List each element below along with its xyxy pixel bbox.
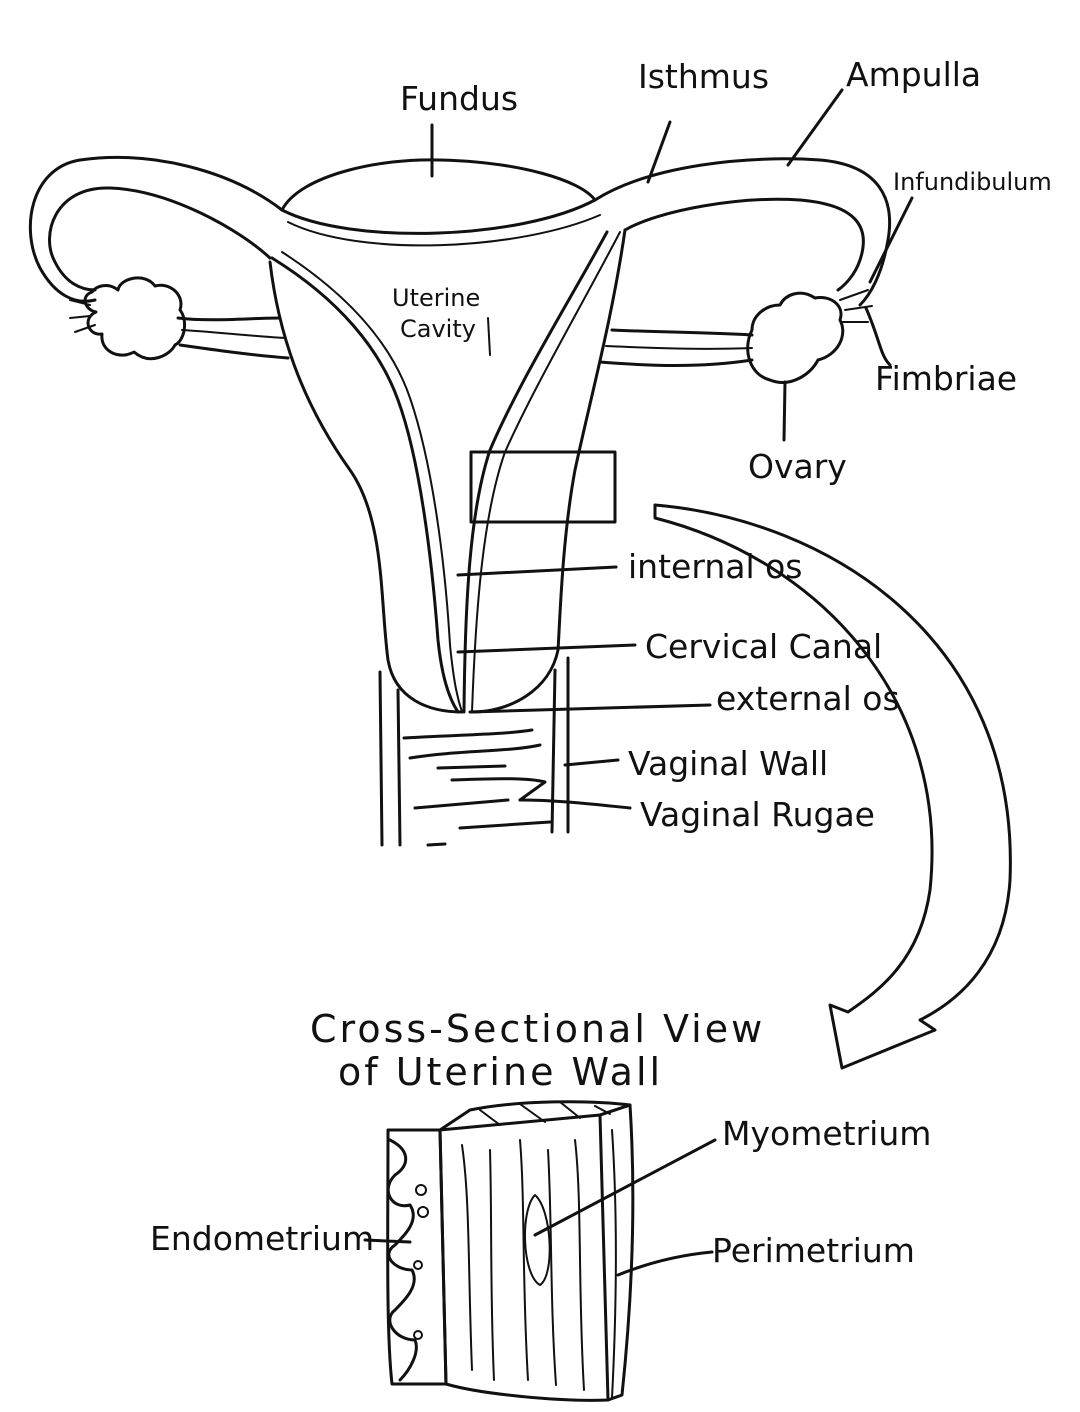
right-tube-inner [623,197,865,292]
uterine-cavity-top-inner [287,214,601,247]
perimetrium-layer [598,1103,635,1402]
infundibulum-label: Infundibulum [893,168,1052,196]
cross-section-title-line1: Cross-Sectional View [310,1007,765,1051]
vaginal-ruga-5 [413,798,510,810]
infundibulum-leader [868,196,914,284]
vaginal-rugae-label: Vaginal Rugae [640,795,875,834]
myometrium-top-hatch [479,1101,611,1126]
myometrium-leader [533,1138,717,1237]
left-ovary [83,276,187,361]
ampulla-leader [786,88,844,167]
fundus-outline [280,158,597,212]
ovary-label: Ovary [748,447,847,486]
left-fimbria-1 [69,299,91,306]
vagina-right-wall-inner [550,668,557,834]
uterus-left-wall [268,260,464,714]
uterine-cavity-label-line2: Cavity [400,315,476,343]
uterine-cavity-leader [487,317,491,356]
endometrium-layer [386,1128,448,1386]
vaginal-wall-label: Vaginal Wall [628,744,828,783]
endometrium-gland-3 [413,1260,423,1270]
left-ovarian-ligament-mid [181,329,286,339]
endometrium-leader [363,1238,412,1244]
perimetrium-inner-line [611,1129,617,1399]
external-os-label: external os [716,679,900,718]
right-ovarian-ligament-mid [605,345,753,350]
uterine-cavity-label-line1: Uterine [392,284,480,312]
internal-os-label: internal os [628,547,803,586]
cross-section-marker-box [469,450,617,524]
endometrium-gland-1 [415,1184,427,1196]
isthmus-label: Isthmus [638,57,769,96]
myometrium-fiber-oval [523,1194,551,1286]
left-ovary-group [69,276,290,361]
right-ovary-group [598,289,873,384]
cross-section-title-line2: of Uterine Wall [338,1050,663,1094]
right-fimbria-2 [844,305,873,311]
endometrium-gland-4 [413,1330,423,1340]
left-tube-inner [48,186,272,292]
left-ovarian-ligament-bottom [178,343,290,360]
fallopian-tubes [28,156,892,307]
ampulla-label: Ampulla [846,55,981,94]
left-fimbria-3 [74,324,96,333]
right-tube-outer [593,157,892,307]
cervical-canal-label: Cervical Canal [645,627,882,666]
cervical-canal-leader [456,643,637,654]
uterus-left-lining-inner [281,251,463,713]
uterus-right-lining [462,230,609,714]
vagina-left-wall-inner [396,688,402,847]
uterus [268,158,627,714]
cross-section-arrow [653,503,1012,1070]
uterus-left-lining [270,256,460,714]
vaginal-ruga-1 [402,728,534,740]
vaginal-ruga-6 [458,820,552,830]
external-os-leader [468,703,712,714]
endometrium-label: Endometrium [150,1219,374,1258]
vaginal-ruga-2 [408,743,542,760]
vagina [378,656,570,847]
fundus-label: Fundus [400,79,518,118]
uterus-right-wall [470,228,627,714]
uterine-cavity-top [280,198,597,235]
internal-os-leader [456,565,618,577]
perimetrium-label: Perimetrium [712,1231,915,1270]
vaginal-rugae-leader [518,798,632,810]
right-ovarian-ligament-bottom [598,358,754,367]
right-ovary [746,291,845,384]
left-ovarian-ligament-top [176,316,282,322]
leader-lines [430,88,914,810]
vagina-left-wall-outer [378,670,384,847]
vaginal-ruga-4 [450,777,547,802]
vaginal-ruga-3 [436,764,507,770]
isthmus-leader [646,120,672,184]
myometrium-fibers [461,1139,585,1391]
right-ovarian-ligament-top [610,328,754,337]
perimetrium-leader [616,1250,714,1277]
fimbriae-label: Fimbriae [875,359,1017,398]
right-fimbria-1 [839,289,869,301]
left-tube-outer [28,156,284,303]
fimbriae-leader [864,306,892,367]
vaginal-wall-leader [563,758,620,767]
labels: Fundus Isthmus Ampulla Infundibulum Uter… [150,55,1052,1270]
ovary-leader [782,380,787,442]
myometrium-label: Myometrium [722,1114,931,1153]
uterus-right-lining-inner [471,231,621,713]
endometrium-gland-2 [417,1206,429,1218]
vaginal-ruga-7 [426,842,447,847]
left-fimbria-2 [69,315,91,319]
endometrium-wavy-surface [386,1138,418,1382]
cross-section-block [386,1100,635,1402]
myometrium-top-face [386,1100,632,1132]
